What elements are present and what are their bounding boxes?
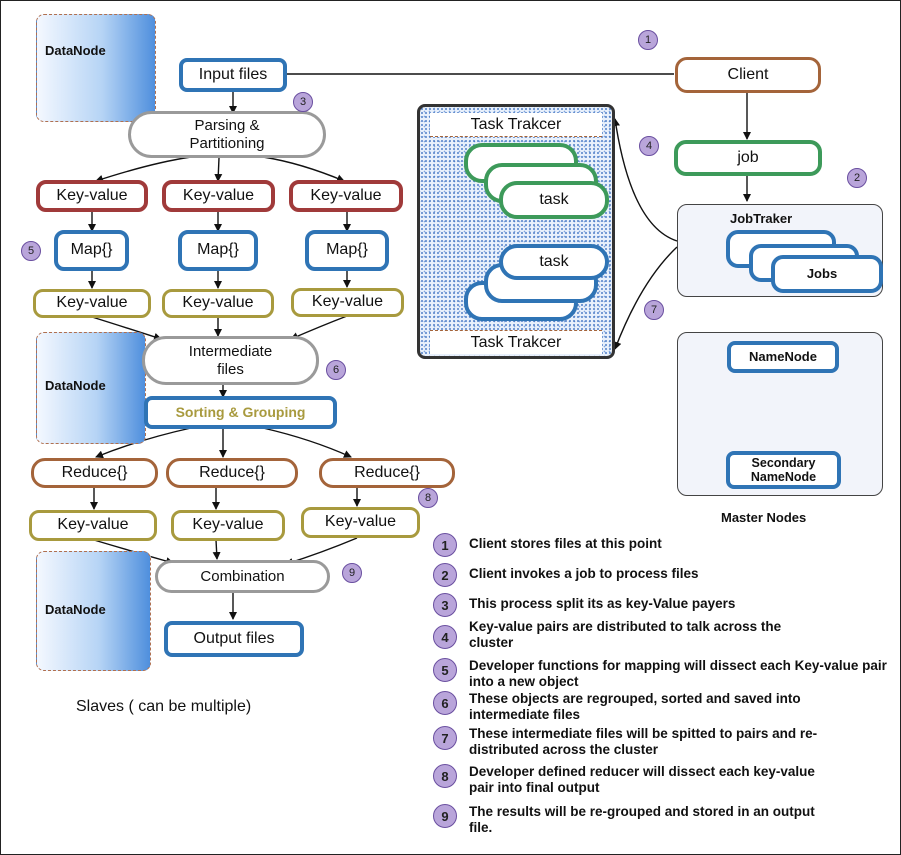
- master-nodes-label: Master Nodes: [721, 510, 807, 525]
- client-box: Client: [675, 57, 821, 93]
- reduce-box-3: Reduce{}: [319, 458, 455, 488]
- datanode-label: DataNode: [45, 378, 106, 393]
- key-value-mid-2: Key-value: [162, 289, 274, 318]
- legend-text: The results will be re-grouped and store…: [469, 804, 815, 836]
- key-value-top-1: Key-value: [36, 180, 148, 212]
- intermediate-files-box: Intermediate files: [142, 336, 319, 385]
- step-badge-7: 7: [644, 300, 664, 320]
- reduce-box-1: Reduce{}: [31, 458, 158, 488]
- key-value-bottom-2: Key-value: [171, 510, 285, 541]
- map-box-3: Map{}: [305, 230, 389, 271]
- task-card-blue-front: task: [499, 244, 609, 280]
- legend-badge-icon: 8: [433, 764, 457, 788]
- legend-item-3: 3 This process split its as key-Value pa…: [433, 593, 849, 617]
- legend-item-8: 8 Developer defined reducer will dissect…: [433, 764, 819, 796]
- task-tracker-panel: Task Trakcer Task Trakcer: [417, 104, 615, 359]
- job-tracker-title: JobTraker: [730, 211, 793, 226]
- legend-item-6: 6 These objects are regrouped, sorted an…: [433, 691, 829, 723]
- output-files-box: Output files: [164, 621, 304, 657]
- legend-badge-icon: 5: [433, 658, 457, 682]
- sorting-grouping-box: Sorting & Grouping: [144, 396, 337, 429]
- slaves-label: Slaves ( can be multiple): [76, 698, 252, 715]
- task-card-front: task: [499, 181, 609, 219]
- step-badge-8: 8: [418, 488, 438, 508]
- key-value-top-2: Key-value: [162, 180, 275, 212]
- datanode-3: DataNode: [36, 551, 151, 671]
- job-box: job: [674, 140, 822, 176]
- combination-box: Combination: [155, 560, 330, 593]
- arrow-kv1-to-intermediate: [91, 316, 162, 341]
- legend-text: Developer defined reducer will dissect e…: [469, 764, 815, 796]
- legend-item-1: 1 Client stores files at this point: [433, 533, 849, 557]
- datanode-1: DataNode: [36, 14, 156, 122]
- jobs-card-front: Jobs: [771, 255, 883, 293]
- datanode-2: DataNode: [36, 332, 146, 444]
- step-badge-3: 3: [293, 92, 313, 112]
- secondary-namenode-box: Secondary NameNode: [726, 451, 841, 489]
- legend-item-4: 4 Key-value pairs are distributed to tal…: [433, 619, 799, 651]
- legend-text: Client invokes a job to process files: [469, 566, 699, 581]
- step-badge-9: 9: [342, 563, 362, 583]
- legend-badge-icon: 6: [433, 691, 457, 715]
- key-value-top-3: Key-value: [289, 180, 403, 212]
- legend-badge-icon: 3: [433, 593, 457, 617]
- legend-badge-icon: 4: [433, 625, 457, 649]
- step-badge-6: 6: [326, 360, 346, 380]
- arrow-kv2-to-combination: [212, 539, 221, 560]
- legend-badge-icon: 7: [433, 726, 457, 750]
- legend-badge-icon: 1: [433, 533, 457, 557]
- input-files-box: Input files: [179, 58, 287, 92]
- task-tracker-top-label: Task Trakcer: [430, 113, 602, 137]
- legend-text: These intermediate files will be spitted…: [469, 726, 818, 758]
- map-box-1: Map{}: [54, 230, 129, 271]
- step-badge-4: 4: [639, 136, 659, 156]
- task-tracker-bottom-label: Task Trakcer: [430, 330, 602, 354]
- legend-item-5: 5 Developer functions for mapping will d…: [433, 658, 899, 690]
- key-value-mid-1: Key-value: [33, 289, 151, 318]
- parsing-partitioning-box: Parsing & Partitioning: [128, 111, 326, 158]
- namenode-box: NameNode: [727, 341, 839, 373]
- legend-item-2: 2 Client invokes a job to process files: [433, 563, 849, 587]
- step-badge-5: 5: [21, 241, 41, 261]
- arrow-parsing-to-kv3: [262, 156, 345, 182]
- arrow-parsing-to-kv1: [95, 156, 192, 183]
- map-box-2: Map{}: [178, 230, 258, 271]
- step-badge-2: 2: [847, 168, 867, 188]
- legend-text: Key-value pairs are distributed to talk …: [469, 619, 782, 651]
- key-value-mid-3: Key-value: [291, 288, 404, 317]
- step-badge-1: 1: [638, 30, 658, 50]
- legend-text: These objects are regrouped, sorted and …: [469, 691, 801, 723]
- reduce-box-2: Reduce{}: [166, 458, 298, 488]
- datanode-label: DataNode: [45, 43, 106, 58]
- key-value-bottom-1: Key-value: [29, 510, 157, 541]
- legend-text: Client stores files at this point: [469, 536, 662, 551]
- legend-text: Developer functions for mapping will dis…: [469, 658, 887, 690]
- arrow-jobtracker-to-tracker-bottom: [613, 246, 678, 350]
- datanode-label: DataNode: [45, 602, 106, 617]
- legend-text: This process split its as key-Value paye…: [469, 596, 736, 611]
- arrow-jobtracker-to-tracker-top: [612, 118, 678, 242]
- legend-badge-icon: 9: [433, 804, 457, 828]
- legend-badge-icon: 2: [433, 563, 457, 587]
- legend-item-9: 9 The results will be re-grouped and sto…: [433, 804, 829, 836]
- arrow-parsing-to-kv2: [214, 157, 223, 182]
- arrow-sorting-to-reduce3: [262, 427, 352, 458]
- legend-item-7: 7 These intermediate files will be spitt…: [433, 726, 839, 758]
- key-value-bottom-3: Key-value: [301, 507, 420, 538]
